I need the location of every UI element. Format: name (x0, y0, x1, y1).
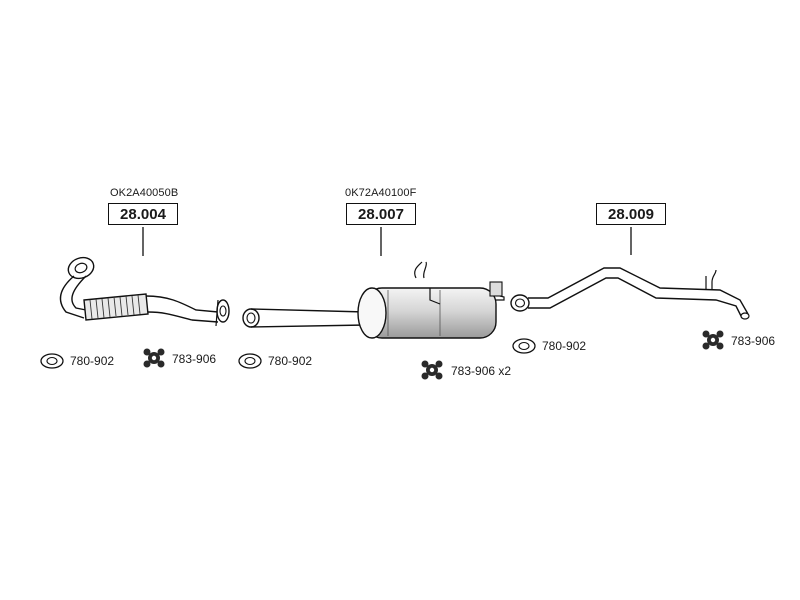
oe-number-28004: OK2A40050B (110, 187, 179, 199)
rubber-mount-icon (421, 360, 443, 380)
gasket-icon (40, 353, 64, 369)
rubber-mount-icon (143, 348, 165, 368)
accessory-code[interactable]: 780-902 (70, 354, 115, 368)
gasket-icon (238, 353, 262, 369)
part-number-28004[interactable]: 28.004 (108, 203, 178, 225)
accessory-code[interactable]: 783-906 (731, 334, 776, 348)
accessory-code[interactable]: 783-906 x2 (451, 364, 512, 378)
oe-number-28007: 0K72A40100F (345, 187, 417, 199)
tail-pipe-28009[interactable] (510, 267, 750, 320)
front-pipe-28004[interactable] (59, 254, 230, 327)
accessory-code[interactable]: 783-906 (172, 352, 217, 366)
accessory-code[interactable]: 780-902 (268, 354, 313, 368)
rubber-mount-icon (702, 330, 724, 350)
gasket-icon (512, 338, 536, 354)
muffler-28007[interactable] (242, 261, 505, 339)
part-number-28009[interactable]: 28.009 (596, 203, 666, 225)
accessory-code[interactable]: 780-902 (542, 339, 587, 353)
part-number-28007[interactable]: 28.007 (346, 203, 416, 225)
